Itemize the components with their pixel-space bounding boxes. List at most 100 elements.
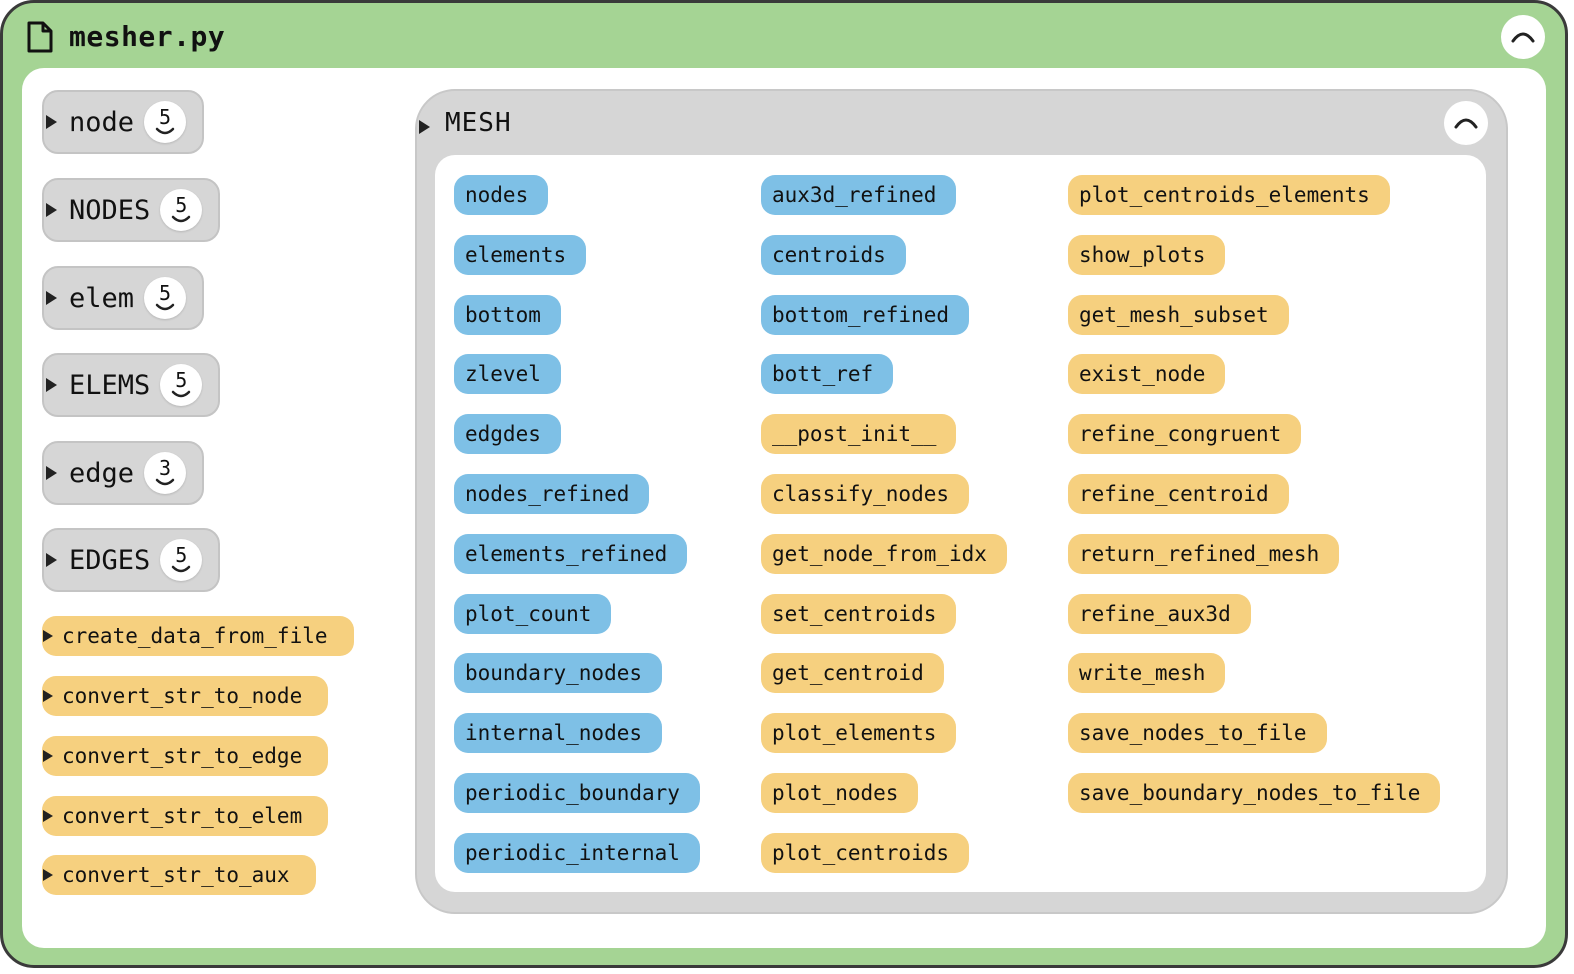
member-count: 3	[159, 456, 172, 480]
member-count-badge[interactable]: 5	[144, 277, 187, 319]
triangle-right-icon	[46, 291, 57, 305]
method-classify-nodes[interactable]: classify_nodes	[761, 474, 970, 514]
function-convert-str-to-aux[interactable]: convert_str_to_aux	[42, 855, 316, 895]
method-get-node-from-idx[interactable]: get_node_from_idx	[761, 533, 1007, 574]
triangle-right-icon	[43, 869, 53, 881]
method-post-init[interactable]: __post_init__	[761, 414, 957, 455]
method-exist-node[interactable]: exist_node	[1068, 354, 1226, 395]
function-label: convert_str_to_node	[62, 684, 303, 708]
class-label: edge	[69, 457, 135, 489]
member-count: 5	[175, 543, 188, 567]
triangle-right-icon	[46, 203, 57, 217]
triangle-right-icon	[43, 690, 53, 702]
attribute-plot-count[interactable]: plot_count	[454, 593, 612, 634]
class-node[interactable]: node 5	[42, 90, 205, 154]
member-count: 5	[159, 281, 172, 305]
attribute-edgdes[interactable]: edgdes	[454, 414, 561, 455]
class-edge[interactable]: edge 3	[42, 441, 205, 505]
class-mesh-title: MESH	[445, 108, 512, 138]
class-label: EDGES	[69, 544, 151, 576]
attribute-nodes-refined[interactable]: nodes_refined	[454, 474, 650, 514]
chevron-up-icon	[1454, 118, 1478, 129]
title-bar: mesher.py	[3, 3, 1565, 69]
class-mesh-members: nodes elements bottom zlevel edgdes nodes_ref…	[435, 155, 1486, 892]
attribute-bottom-refined[interactable]: bottom_refined	[761, 294, 970, 335]
method-show-plots[interactable]: show_plots	[1068, 234, 1226, 275]
class-elems-upper[interactable]: ELEMS 5	[42, 353, 221, 417]
attribute-bott-ref[interactable]: bott_ref	[761, 354, 894, 395]
method-save-nodes-to-file[interactable]: save_nodes_to_file	[1068, 713, 1327, 754]
chevron-down-icon	[172, 565, 191, 573]
triangle-right-icon	[46, 115, 57, 129]
class-nodes-upper[interactable]: NODES 5	[42, 178, 221, 242]
member-count-badge[interactable]: 5	[160, 189, 203, 231]
member-count-badge[interactable]: 5	[160, 539, 203, 581]
member-count-badge[interactable]: 5	[144, 101, 187, 143]
file-title: mesher.py	[69, 20, 226, 53]
member-count: 5	[175, 193, 188, 217]
method-set-centroids[interactable]: set_centroids	[761, 593, 957, 634]
function-create-data-from-file[interactable]: create_data_from_file	[42, 616, 354, 656]
method-save-boundary-nodes-to-file[interactable]: save_boundary_nodes_to_file	[1068, 773, 1441, 813]
chevron-up-icon	[1511, 32, 1535, 43]
chevron-down-icon	[155, 478, 175, 486]
attribute-zlevel[interactable]: zlevel	[454, 354, 561, 395]
method-refine-congruent[interactable]: refine_congruent	[1068, 414, 1302, 455]
triangle-right-icon	[43, 750, 53, 762]
function-label: convert_str_to_edge	[62, 744, 303, 768]
class-label: node	[69, 106, 135, 138]
class-edges-upper[interactable]: EDGES 5	[42, 528, 221, 592]
class-label: ELEMS	[69, 369, 151, 401]
triangle-right-icon	[43, 630, 53, 642]
function-label: convert_str_to_aux	[62, 863, 290, 887]
chevron-down-icon	[172, 390, 191, 398]
triangle-right-icon	[46, 553, 57, 567]
member-count: 5	[175, 368, 188, 392]
method-return-refined-mesh[interactable]: return_refined_mesh	[1068, 533, 1340, 574]
attribute-bottom[interactable]: bottom	[454, 294, 561, 335]
chevron-down-icon	[172, 215, 191, 223]
function-label: create_data_from_file	[62, 624, 328, 648]
class-label: elem	[69, 282, 135, 314]
function-label: convert_str_to_elem	[62, 804, 303, 828]
attribute-boundary-nodes[interactable]: boundary_nodes	[454, 653, 663, 694]
attribute-internal-nodes[interactable]: internal_nodes	[454, 713, 663, 754]
method-plot-nodes[interactable]: plot_nodes	[761, 773, 919, 813]
method-plot-centroids[interactable]: plot_centroids	[761, 832, 970, 873]
attribute-periodic-boundary[interactable]: periodic_boundary	[454, 773, 700, 813]
member-count-badge[interactable]: 3	[144, 452, 187, 494]
method-plot-elements[interactable]: plot_elements	[761, 713, 957, 754]
attribute-periodic-internal[interactable]: periodic_internal	[454, 832, 700, 873]
chevron-down-icon	[155, 303, 175, 311]
attribute-aux3d-refined[interactable]: aux3d_refined	[761, 175, 957, 215]
triangle-right-icon	[419, 120, 430, 134]
class-label: NODES	[69, 194, 151, 226]
class-mesh-header[interactable]: MESH	[417, 91, 1506, 155]
triangle-right-icon	[46, 466, 57, 480]
triangle-right-icon	[43, 810, 53, 822]
member-count: 5	[159, 105, 172, 129]
triangle-right-icon	[46, 378, 57, 392]
method-get-centroid[interactable]: get_centroid	[761, 653, 944, 694]
attribute-centroids[interactable]: centroids	[761, 234, 906, 275]
class-elem[interactable]: elem 5	[42, 266, 205, 330]
method-write-mesh[interactable]: write_mesh	[1068, 653, 1226, 694]
method-plot-centroids-elements[interactable]: plot_centroids_elements	[1068, 175, 1390, 215]
method-refine-centroid[interactable]: refine_centroid	[1068, 474, 1289, 514]
attribute-elements-refined[interactable]: elements_refined	[454, 533, 688, 574]
function-convert-str-to-edge[interactable]: convert_str_to_edge	[42, 736, 329, 776]
collapse-mesh-button[interactable]	[1444, 101, 1488, 145]
attribute-nodes[interactable]: nodes	[454, 175, 549, 215]
member-count-badge[interactable]: 5	[160, 364, 203, 406]
method-refine-aux3d[interactable]: refine_aux3d	[1068, 593, 1251, 634]
chevron-down-icon	[155, 127, 175, 135]
function-convert-str-to-node[interactable]: convert_str_to_node	[42, 676, 329, 716]
function-convert-str-to-elem[interactable]: convert_str_to_elem	[42, 796, 329, 836]
method-get-mesh-subset[interactable]: get_mesh_subset	[1068, 294, 1289, 335]
file-icon	[27, 21, 53, 53]
collapse-module-button[interactable]	[1501, 15, 1545, 59]
attribute-elements[interactable]: elements	[454, 234, 587, 275]
